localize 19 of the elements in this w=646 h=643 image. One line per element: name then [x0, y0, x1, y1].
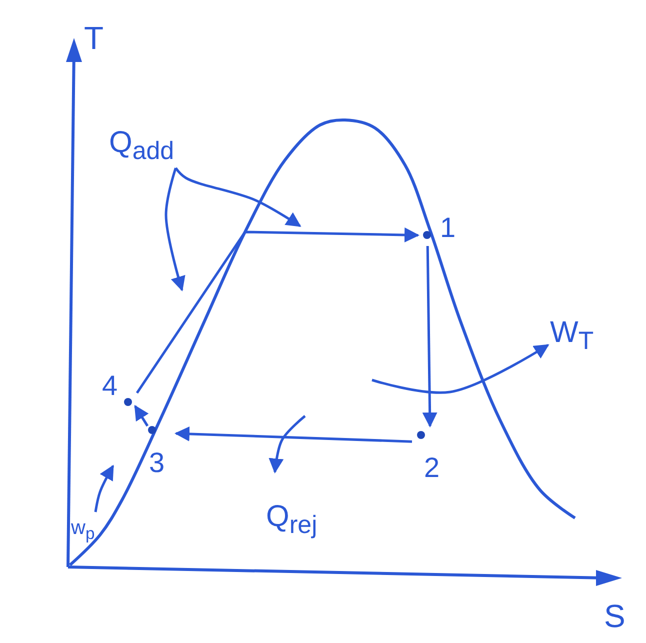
- energy-label: w$_{p}$: [71, 518, 95, 543]
- energy-label: W$_{T}$: [550, 318, 594, 354]
- state-point-number: 2: [424, 454, 440, 482]
- arrow: [174, 426, 412, 443]
- arrow: [422, 246, 438, 428]
- axis-label: T: [84, 22, 104, 54]
- energy-label: Q$_{add}$: [109, 128, 174, 164]
- arrow: [268, 415, 306, 474]
- arrow: [164, 168, 186, 292]
- arrow: [134, 404, 149, 427]
- state-point-number: 4: [102, 372, 118, 400]
- state-point-number: 1: [440, 214, 456, 242]
- arrow: [174, 167, 302, 228]
- arrow: [136, 227, 420, 394]
- axis-label: S: [604, 600, 626, 632]
- arrow: [94, 464, 114, 512]
- arrow: [372, 344, 550, 394]
- energy-label: Q$_{rej}$: [266, 502, 318, 538]
- state-point-number: 3: [149, 449, 165, 477]
